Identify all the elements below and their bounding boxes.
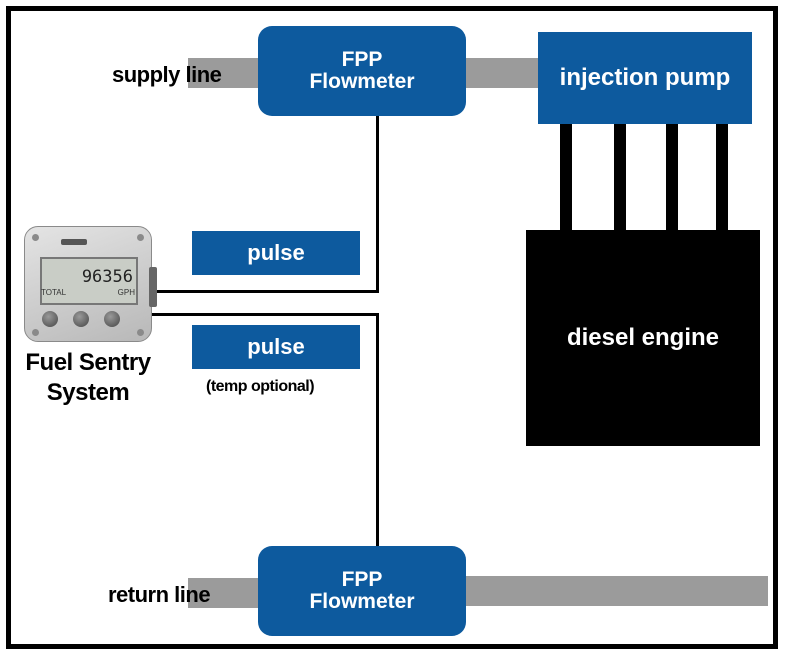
device-brand-plate (61, 239, 87, 245)
injection-pump-box: injection pump (538, 32, 752, 124)
pump-feed-pipe (464, 58, 540, 88)
device-lcd-display: 96356 (40, 257, 138, 305)
device-screw (137, 234, 144, 241)
injector-line-1 (560, 124, 572, 232)
return-line-label: return line (108, 582, 211, 607)
supply-pipe (188, 58, 260, 88)
pulse-box-bottom: pulse (192, 325, 360, 369)
flowmeter-bottom-line1: FPP (341, 568, 383, 591)
pulse-wire-top-horizontal (150, 290, 379, 293)
fuel-sentry-label: Fuel Sentry System (20, 348, 156, 408)
device-screw (32, 329, 39, 336)
fuel-sentry-label-line1: Fuel Sentry (25, 349, 151, 376)
injector-line-3 (666, 124, 678, 232)
pulse-box-top: pulse (192, 231, 360, 275)
device-lcd-sub: TOTAL GPH (41, 288, 135, 297)
flowmeter-top-line1: FPP (341, 48, 383, 71)
device-side-connector (149, 267, 157, 307)
pulse-wire-bottom-vertical (376, 313, 379, 548)
device-lcd-sub-left: TOTAL (41, 288, 67, 297)
device-button-2 (73, 311, 89, 327)
flowmeter-bottom-line2: Flowmeter (309, 590, 415, 613)
injector-line-2 (614, 124, 626, 232)
temp-optional-label: (temp optional) (206, 378, 315, 395)
return-pipe-left (188, 578, 260, 608)
diesel-engine-block: diesel engine (526, 230, 760, 446)
return-pipe-right (464, 576, 768, 606)
injector-line-4 (716, 124, 728, 232)
device-screw (137, 329, 144, 336)
flowmeter-top-line2: Flowmeter (309, 70, 415, 93)
device-lcd-sub-right: GPH (117, 288, 135, 297)
fuel-sentry-label-line2: System (46, 379, 130, 406)
flowmeter-top: FPP Flowmeter (258, 26, 466, 116)
device-button-1 (42, 311, 58, 327)
pulse-wire-bottom-horizontal (150, 313, 379, 316)
device-screw (32, 234, 39, 241)
device-button-3 (104, 311, 120, 327)
supply-line-label: supply line (112, 62, 222, 87)
pulse-wire-top-vertical (376, 114, 379, 293)
fuel-sentry-device: 96356 TOTAL GPH (24, 226, 157, 342)
flowmeter-bottom: FPP Flowmeter (258, 546, 466, 636)
